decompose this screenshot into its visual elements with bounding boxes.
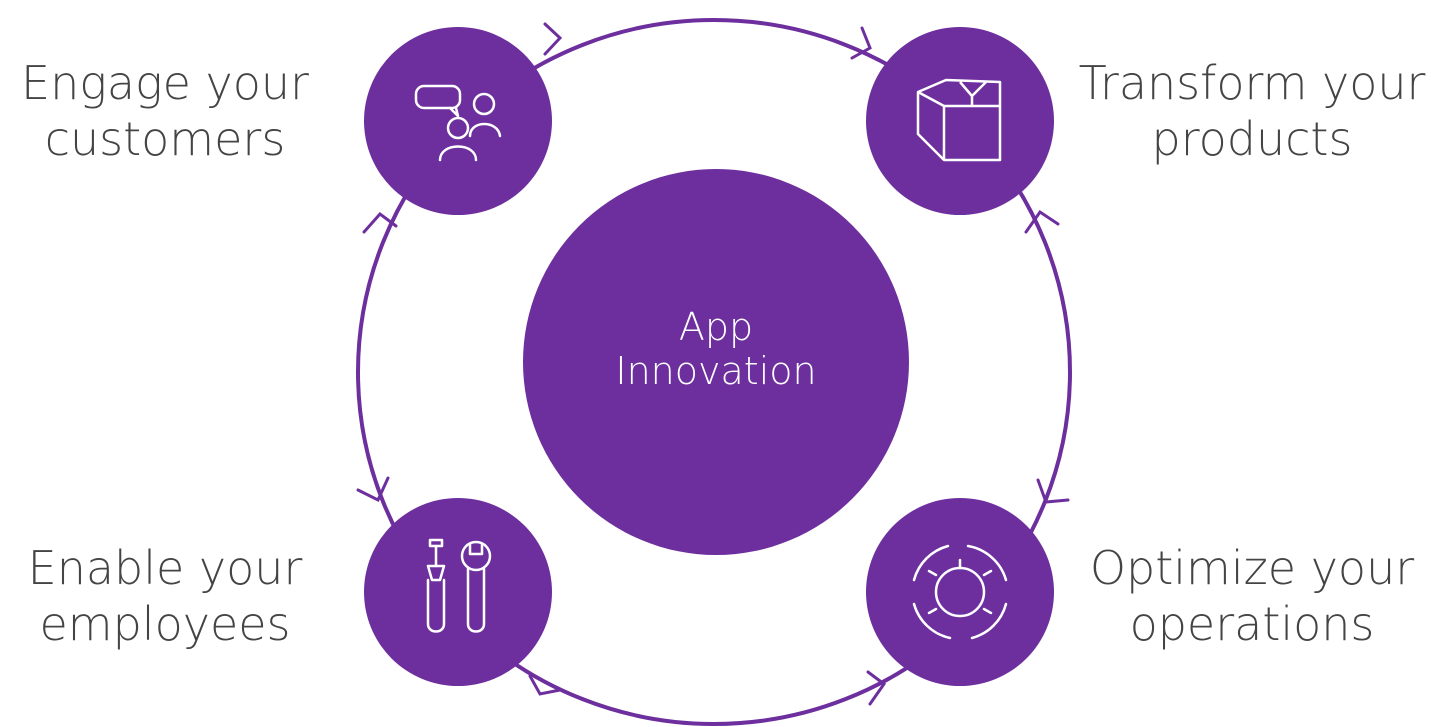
arrow-right-lower [1036,478,1070,504]
arrow-left-upper [362,211,398,234]
node-optimize-line2: operations [1129,597,1375,651]
node-enable-line2: employees [39,597,291,651]
node-optimize-label: Optimize your operations [1072,540,1432,652]
node-engage-line1: Engage your [21,56,309,110]
box-icon [916,78,1002,162]
center-label-line1: App [678,305,754,349]
cycle-ring [356,18,1072,726]
node-engage-line2: customers [44,112,286,166]
arrow-bottom-left [528,674,562,696]
center-label-line2: Innovation [615,349,817,393]
node-optimize-circle [866,498,1054,686]
node-enable-label: Enable your employees [10,540,320,652]
node-engage-label: Engage your customers [10,55,320,167]
node-engage-circle [364,27,552,215]
gear-icon [912,544,1008,640]
node-optimize-line1: Optimize your [1089,541,1415,595]
center-label: App Innovation [523,305,909,393]
node-transform-line2: products [1151,112,1353,166]
arrow-left-lower [356,476,390,503]
node-transform-circle [866,27,1054,215]
node-enable-circle [364,498,552,686]
node-transform-line1: Transform your [1078,56,1426,110]
tools-icon [426,538,492,633]
arrow-right-upper [1024,209,1060,234]
node-transform-label: Transform your products [1072,55,1432,167]
arrow-bottom-right [866,670,887,706]
arrow-top-right [850,26,872,60]
center-circle [523,169,909,555]
people-chat-icon [414,84,502,162]
arrow-top-left [543,22,563,56]
node-enable-line1: Enable your [27,541,303,595]
cycle-arrows [356,22,1070,706]
